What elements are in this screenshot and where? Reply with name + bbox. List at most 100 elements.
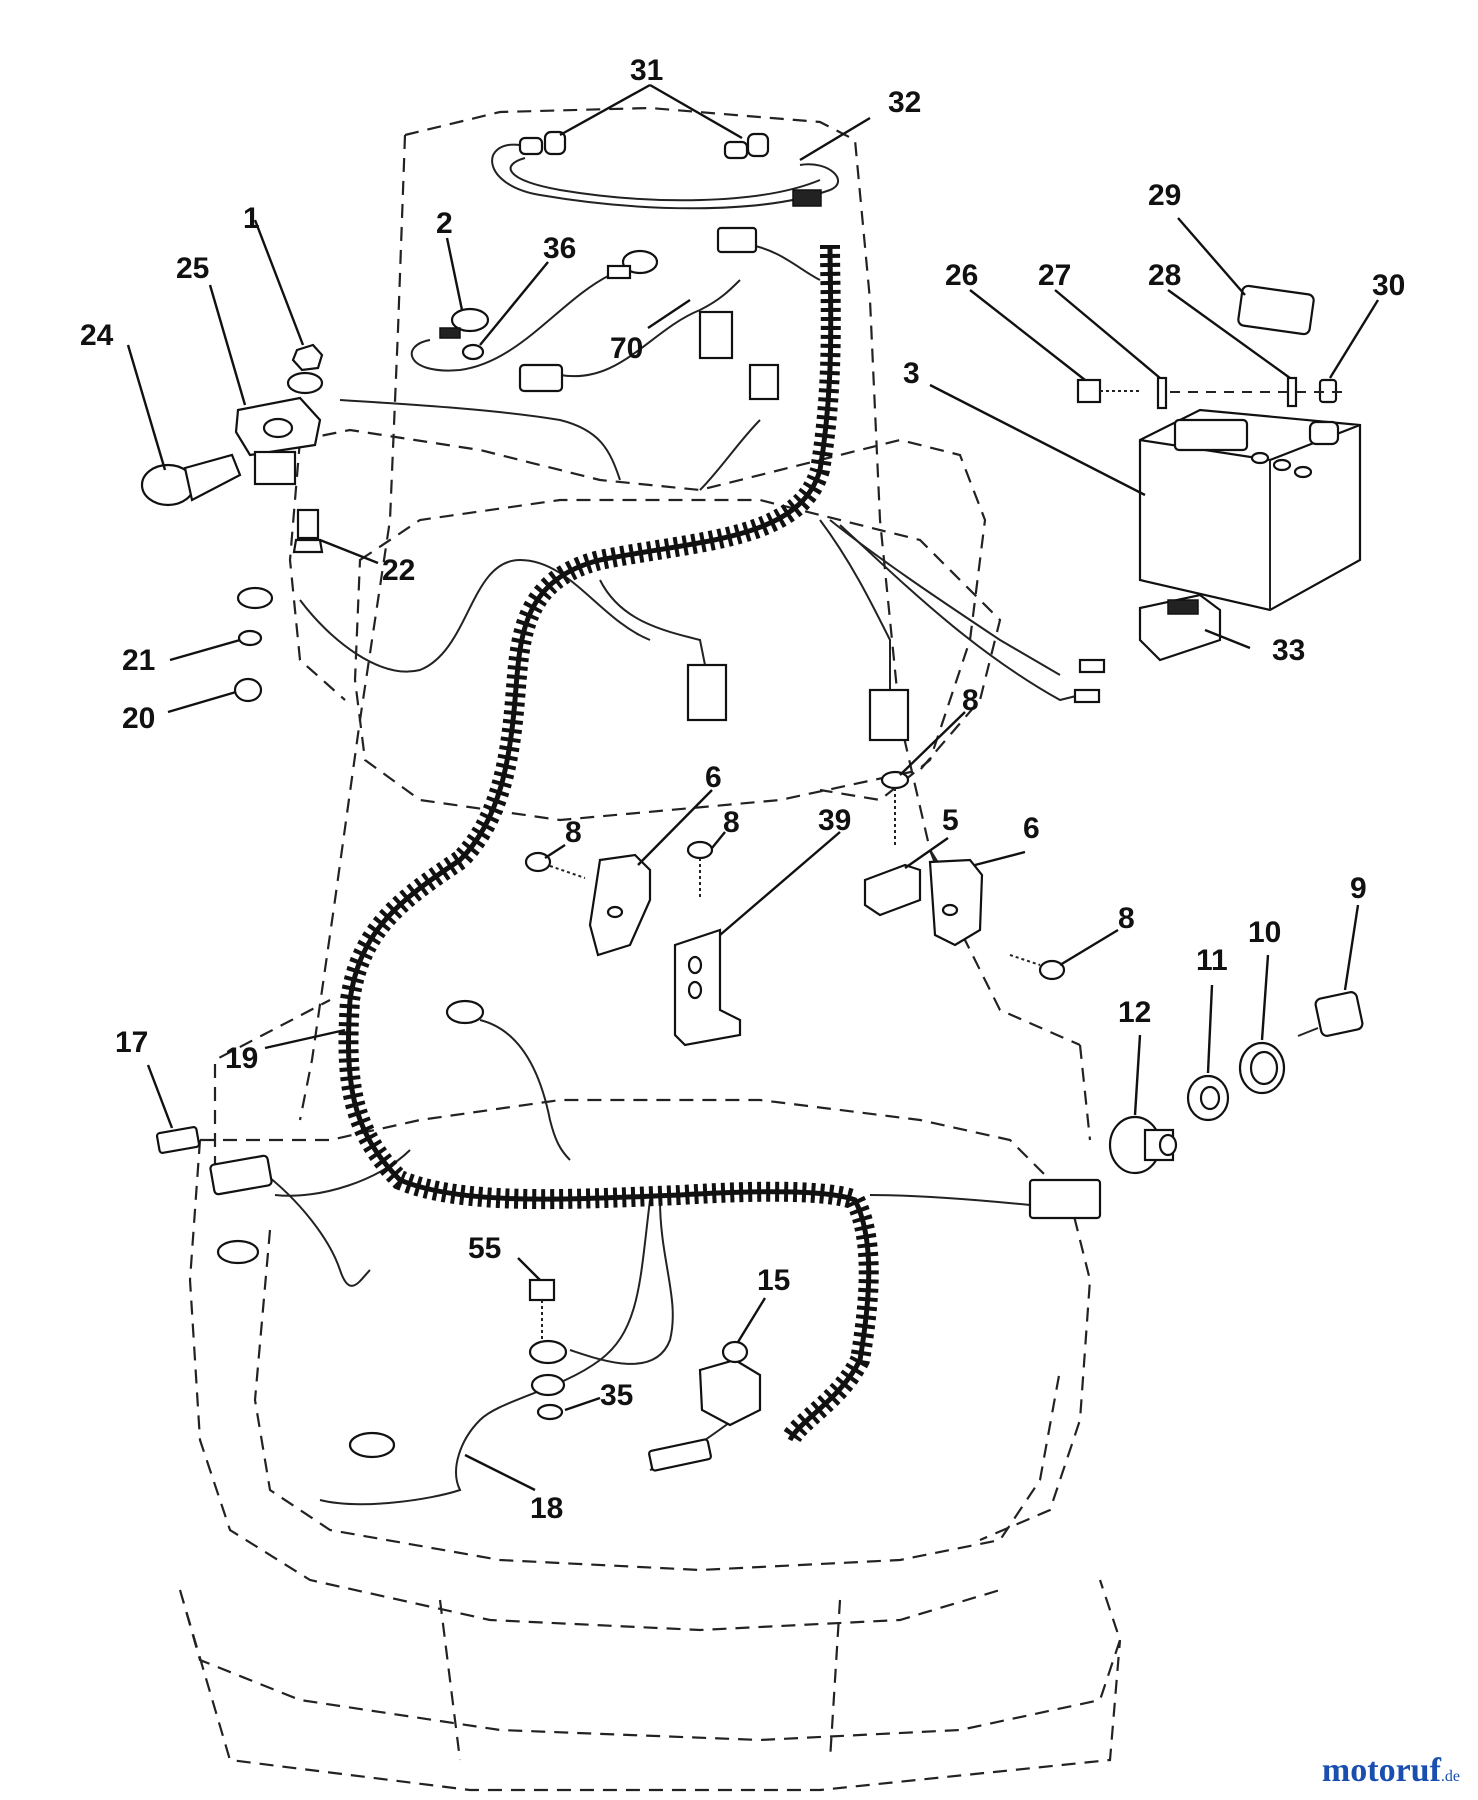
- headlight-wire-2: [509, 157, 821, 202]
- interlock-switch-6-right: [928, 858, 984, 947]
- nut-11-hole: [1199, 1085, 1221, 1111]
- callout-22: 22: [382, 554, 415, 587]
- callout-24: 24: [80, 319, 114, 352]
- connector-deck-left: [686, 663, 728, 722]
- callout-55: 55: [468, 1232, 501, 1265]
- callout-29: 29: [1148, 179, 1181, 212]
- ground-wire-17: [259, 1169, 371, 1287]
- callout-39: 39: [818, 804, 851, 837]
- callout-5: 5: [942, 804, 959, 837]
- callout-8-middle: 8: [723, 806, 740, 839]
- callout-8-left: 8: [565, 816, 582, 849]
- connector-deck-right: [868, 688, 910, 742]
- ignition-switch-12: [1108, 1115, 1178, 1175]
- ground-wire-36: [410, 274, 611, 372]
- right-connector-wire: [869, 1194, 1031, 1206]
- bolt-8-right: [1009, 954, 1066, 981]
- deck-outline: [353, 498, 1002, 822]
- leader-lines: [126, 83, 1380, 1492]
- harness-branch-center: [599, 579, 706, 666]
- callout-28: 28: [1148, 259, 1181, 292]
- callout-9: 9: [1350, 872, 1367, 905]
- wire-terminal-a: [1078, 658, 1106, 674]
- callout-3: 3: [903, 357, 920, 390]
- wire-terminal-b: [1073, 688, 1101, 704]
- bolt-8-middle: [686, 840, 714, 900]
- headlight-bulb-left: [518, 130, 567, 156]
- callout-25: 25: [176, 252, 209, 285]
- hood-top-outline: [200, 1098, 1092, 1542]
- callout-8-right: 8: [1118, 902, 1135, 935]
- hood-side-outline: [253, 1229, 1062, 1572]
- callout-labels: 31 32 2 36 70 1 25 24 22 21 20 26 27 28 …: [80, 54, 1405, 1525]
- callout-6-left: 6: [705, 761, 722, 794]
- nut-1: [291, 343, 324, 372]
- connector-right: [1028, 1178, 1102, 1220]
- rocker-switch-33: [1138, 593, 1222, 662]
- solenoid-wire: [339, 399, 621, 481]
- harness-branch-left: [299, 558, 651, 673]
- washer-35: [536, 1403, 564, 1421]
- watermark: motoruf.de: [1322, 1752, 1460, 1790]
- ground-terminal-2: [439, 307, 490, 361]
- callout-33: 33: [1272, 634, 1305, 667]
- coiled-harness-coils: [338, 244, 879, 1446]
- seat-back-outline: [298, 134, 407, 1121]
- ring-terminal-55: [528, 1339, 568, 1365]
- bolt-55: [528, 1278, 556, 1340]
- pto-switch-15: [698, 1340, 762, 1427]
- battery-3: [1138, 408, 1362, 612]
- lock-washer-21: [237, 629, 263, 647]
- battery-strap-27: [1156, 376, 1168, 410]
- connector-70: [518, 310, 780, 401]
- fuse-17: [155, 1126, 201, 1154]
- callout-32: 32: [888, 86, 921, 119]
- fuse-wire: [274, 1149, 411, 1197]
- callout-19: 19: [225, 1042, 258, 1075]
- bracket-39: [673, 928, 742, 1047]
- headlight-wire: [491, 143, 839, 210]
- watermark-tld: .de: [1440, 1768, 1460, 1785]
- terminal-cover-29: [1237, 284, 1315, 336]
- callout-27: 27: [1038, 259, 1071, 292]
- upper-harness-wire: [699, 244, 821, 491]
- headlight-bulb-right: [723, 132, 770, 160]
- solenoid-25: [234, 396, 322, 486]
- callout-17: 17: [115, 1026, 148, 1059]
- tractor-body-outline: [178, 106, 1122, 1792]
- ring-terminal-36: [606, 249, 659, 280]
- coiled-harness-core: [345, 244, 872, 1442]
- ground-wire-18: [319, 1199, 674, 1506]
- parts: [140, 130, 1364, 1472]
- ignition-key-9: [1297, 991, 1364, 1037]
- callout-31: 31: [630, 54, 663, 87]
- bolt-8-left: [524, 851, 586, 879]
- ring-terminal-left: [216, 1239, 260, 1265]
- callout-21: 21: [122, 644, 155, 677]
- callout-8-top: 8: [962, 684, 979, 717]
- bolt-8-top: [880, 770, 910, 845]
- ground-wire-upper: [479, 1019, 571, 1161]
- callout-12: 12: [1118, 996, 1151, 1029]
- terminal-boot-24: [140, 453, 242, 507]
- nut-20: [233, 677, 263, 703]
- fuse-holder: [209, 1154, 273, 1196]
- harness-branch-right: [819, 519, 1061, 700]
- grille-outline: [178, 1579, 1122, 1792]
- upper-connector: [716, 226, 758, 254]
- bolt-22: [292, 508, 324, 554]
- callout-18: 18: [530, 1492, 563, 1525]
- ring-terminal-1: [286, 371, 324, 395]
- callout-20: 20: [122, 702, 155, 735]
- hood-left-outline: [188, 1139, 1001, 1632]
- callout-70: 70: [610, 332, 643, 365]
- ring-terminal-bottom: [348, 1431, 396, 1459]
- bracket-5: [863, 863, 922, 917]
- ring-terminal-lower: [236, 586, 274, 610]
- ring-terminal-upper: [445, 999, 485, 1025]
- coiled-harness-19: [338, 244, 879, 1446]
- callout-15: 15: [757, 1264, 790, 1297]
- ring-terminal-35: [530, 1373, 566, 1397]
- headlight-connector-32: [792, 189, 822, 207]
